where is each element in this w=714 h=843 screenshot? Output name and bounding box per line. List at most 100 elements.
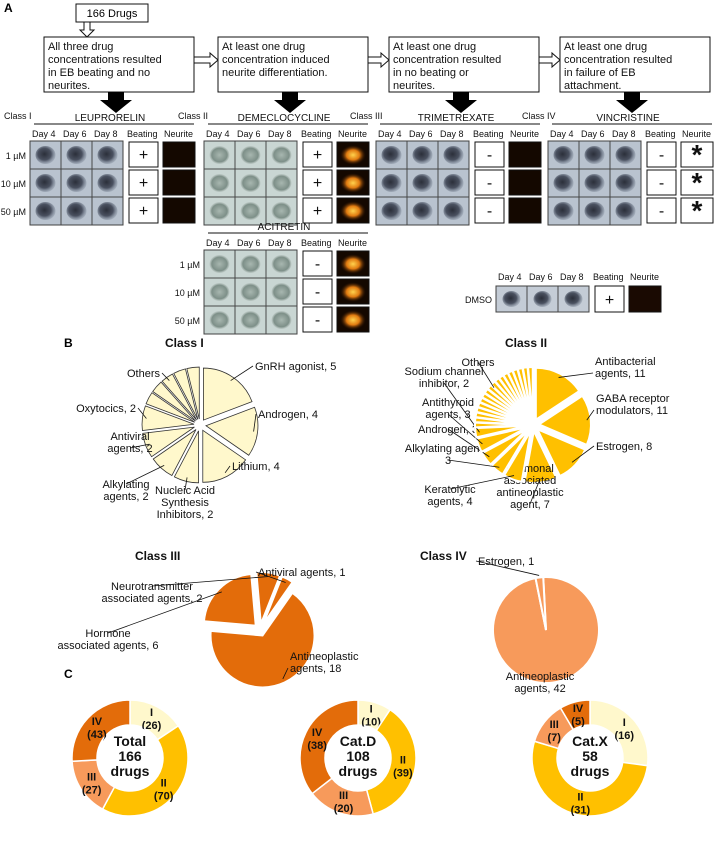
embryoid-body — [66, 174, 87, 192]
class-example-label: Class II — [178, 111, 208, 121]
donut-count-label: (7) — [547, 732, 561, 744]
donut-slice — [559, 699, 591, 731]
donut-slice — [101, 724, 189, 817]
embryoid-body — [381, 202, 402, 220]
panel-letter-c: C — [64, 667, 73, 681]
pie-slice-label: Antibacterial — [595, 356, 656, 368]
neurite-image — [628, 285, 662, 313]
beating-symbol: + — [313, 147, 322, 164]
pie-slice — [534, 366, 581, 422]
pie-slice — [209, 591, 316, 689]
embryoid-body — [412, 146, 433, 164]
beating-symbol: - — [659, 203, 664, 220]
donut-center-label: drugs — [571, 763, 610, 779]
pie-slice — [142, 426, 195, 458]
donut-class-label: II — [577, 791, 583, 803]
pie-slice-label: Androgen, 3 — [418, 424, 478, 436]
drug-name: TRIMETREXATE — [418, 113, 495, 124]
embryoid-body — [209, 255, 230, 273]
donut-class-label: II — [161, 778, 167, 790]
microscopy-cell — [265, 196, 298, 226]
column-header: Day 4 — [206, 129, 230, 139]
beating-box — [302, 141, 333, 168]
column-header: Neurite — [510, 129, 539, 139]
pie-slice — [202, 429, 247, 483]
pie-leader-line — [230, 365, 254, 381]
pie-leader-line — [529, 478, 541, 505]
donut-hole — [326, 726, 390, 790]
criteria-text: neurites. — [393, 80, 435, 92]
drug-name: DEMECLOCYCLINE — [238, 113, 331, 124]
pie-leader-line — [224, 465, 231, 474]
pie-slice — [502, 430, 532, 483]
neurite-box — [680, 141, 714, 168]
pie-slice-label: inhibitor, 2 — [419, 378, 469, 390]
criteria-text: At least one drug — [393, 41, 476, 53]
pie-title: Class I — [165, 336, 204, 350]
embryoid-body — [381, 174, 402, 192]
pie-slice — [186, 366, 200, 420]
pie-slice-label: agent, 7 — [510, 499, 550, 511]
pie-leader-line — [447, 459, 500, 468]
embryoid-body — [533, 291, 552, 307]
drug-name: ACITRETIN — [258, 222, 311, 233]
class-example-label: Class IV — [522, 111, 556, 121]
criteria-text: At least one drug — [564, 41, 647, 53]
pie-title: Class II — [505, 336, 547, 350]
concentration-label: 1 µM — [6, 151, 26, 161]
column-header: Day 4 — [32, 129, 56, 139]
embryoid-body — [584, 174, 605, 192]
beating-symbol: + — [139, 175, 148, 192]
start-box — [75, 3, 149, 23]
donut-center-label: drugs — [339, 763, 378, 779]
pie-slice-label: Alkylating — [102, 479, 149, 491]
donut-class-label: III — [550, 719, 559, 731]
embryoid-body — [271, 255, 292, 273]
class-down-arrow — [616, 92, 648, 113]
embryoid-body — [412, 174, 433, 192]
donut-count-label: (70) — [154, 791, 174, 803]
beating-box — [474, 169, 505, 196]
class-down-arrow — [445, 92, 477, 113]
flow-right-arrow — [367, 51, 390, 69]
column-header: Day 6 — [581, 129, 605, 139]
column-header: Beating — [593, 272, 624, 282]
embryoid-body — [271, 174, 292, 192]
pie-leader-line — [443, 382, 480, 433]
concentration-label: 50 µM — [1, 207, 26, 217]
donut-count-label: (5) — [571, 716, 585, 728]
column-header: Beating — [127, 129, 158, 139]
neurite-image — [508, 141, 542, 168]
column-header: Day 6 — [63, 129, 87, 139]
donut-class-label: III — [87, 771, 96, 783]
criteria-box — [217, 36, 369, 93]
neurite-image — [162, 169, 196, 196]
donut-count-label: (16) — [614, 730, 634, 742]
embryoid-body — [35, 174, 56, 192]
criteria-text: At least one drug — [222, 41, 305, 53]
donut-center-label: 58 — [582, 748, 598, 764]
class-down-arrow — [100, 92, 132, 113]
beating-symbol: - — [315, 284, 320, 301]
donut-count-label: (10) — [361, 716, 381, 728]
pie-slice — [481, 427, 529, 466]
pie-slice-label: agents, 11 — [595, 368, 646, 380]
beating-symbol: - — [487, 147, 492, 164]
dmso-label: DMSO — [465, 295, 492, 305]
embryoid-body — [97, 174, 118, 192]
pie-leader-line — [586, 409, 595, 421]
embryoid-body — [240, 311, 261, 329]
embryoid-body — [209, 146, 230, 164]
embryoid-body — [97, 146, 118, 164]
embryoid-body — [66, 202, 87, 220]
column-header: Day 6 — [529, 272, 553, 282]
embryoid-body — [209, 202, 230, 220]
criteria-text: concentrations resulted — [48, 54, 162, 66]
column-header: Day 6 — [237, 238, 261, 248]
microscopy-cell — [437, 196, 470, 226]
neurite-fluorescence — [340, 254, 366, 274]
beating-box — [302, 250, 333, 277]
